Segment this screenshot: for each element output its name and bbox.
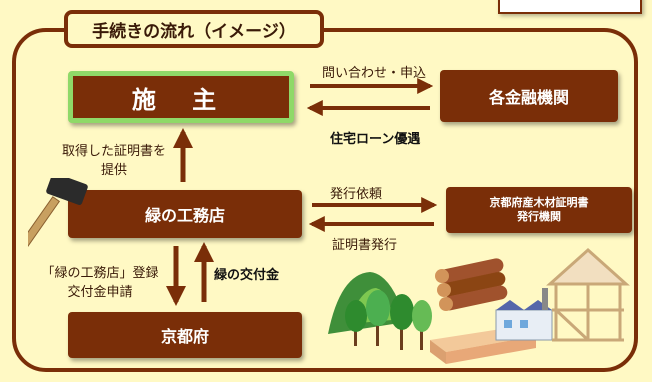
node-koumuten: 緑の工務店 (68, 190, 302, 238)
label-provide-line2: 提供 (100, 163, 127, 178)
factory-icon (495, 288, 553, 341)
node-bank: 各金融機関 (440, 70, 618, 122)
label-register-line1: 「緑の工務店」登録 (41, 266, 159, 281)
cert-issuer-line2: 発行機関 (517, 210, 561, 223)
label-cert-issue: 証明書発行 (332, 238, 398, 253)
top-decoration-box (498, 0, 642, 14)
node-owner: 施 主 (68, 71, 294, 123)
log-pile-icon (435, 258, 508, 311)
label-provide: 取得した証明書を 提供 (46, 140, 182, 178)
hammer-icon (28, 178, 88, 248)
label-inquiry: 問い合わせ・申込 (322, 66, 427, 81)
node-cert-issuer: 京都府産木材証明書 発行機関 (446, 187, 632, 233)
node-kyoto-pref: 京都府 (68, 312, 302, 358)
label-register-line2: 交付金申請 (67, 285, 133, 300)
label-request-issue: 発行依頼 (330, 187, 383, 202)
scenery-illustration (328, 247, 630, 364)
flow-title: 手続きの流れ（イメージ） (64, 10, 324, 48)
trees-icon (345, 290, 432, 350)
label-loan: 住宅ローン優遇 (330, 132, 421, 147)
house-frame-icon (546, 247, 630, 342)
label-provide-line1: 取得した証明書を (61, 144, 166, 159)
label-grant: 緑の交付金 (214, 268, 280, 283)
flow-frame (12, 28, 638, 372)
cert-issuer-line1: 京都府産木材証明書 (489, 196, 589, 209)
label-register: 「緑の工務店」登録 交付金申請 (28, 262, 172, 300)
